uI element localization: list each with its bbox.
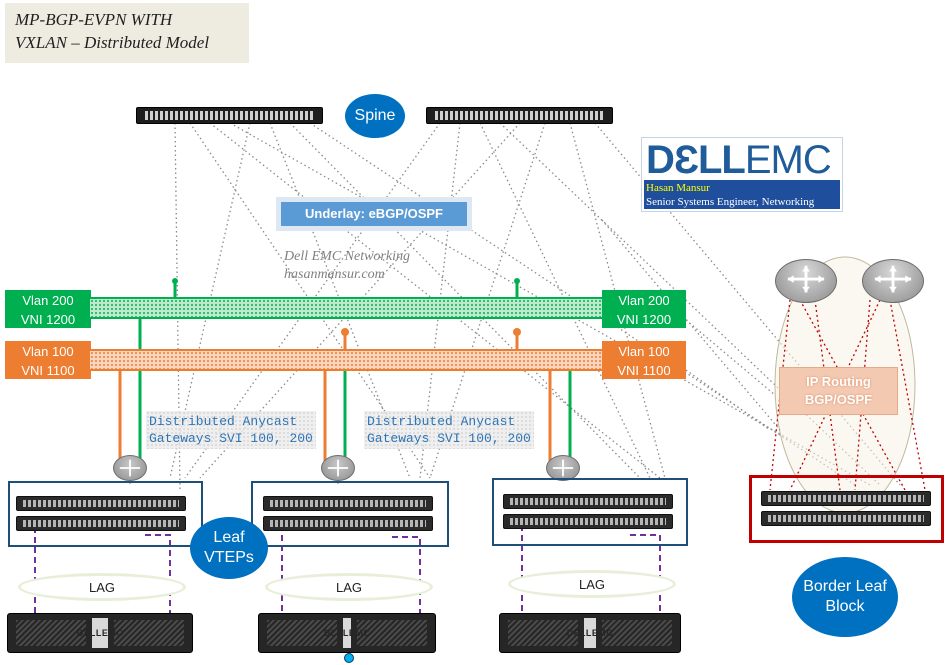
server-3: DƐLLEMC bbox=[499, 613, 681, 653]
vlan100-segment bbox=[90, 349, 602, 371]
leaf-switch bbox=[263, 516, 433, 531]
border-leaf-box bbox=[749, 475, 944, 543]
title-line-1: MP-BGP-EVPN WITH bbox=[15, 10, 173, 29]
server-2: DƐLLEMC bbox=[258, 613, 436, 653]
router-icon bbox=[113, 455, 147, 481]
title-line-2: VXLAN – Distributed Model bbox=[15, 33, 210, 52]
server-badge: DƐLLEMC bbox=[77, 618, 123, 648]
vlan100-taps bbox=[341, 328, 521, 336]
spine-switch-2 bbox=[426, 107, 613, 124]
leaf-switch bbox=[263, 496, 433, 511]
leaf-switch bbox=[503, 514, 673, 529]
lag-ellipse-2: LAG bbox=[265, 573, 433, 601]
router-icon bbox=[546, 455, 580, 481]
vlan200-segment bbox=[90, 297, 602, 319]
vlan200-drops bbox=[138, 283, 572, 462]
lag-ellipse-3: LAG bbox=[508, 570, 676, 598]
spine-label: Spine bbox=[345, 94, 405, 138]
leaf-pair-1 bbox=[8, 481, 203, 547]
logo-author: Hasan Mansur bbox=[646, 182, 710, 194]
logo-role: Senior Systems Engineer, Networking bbox=[646, 196, 815, 208]
watermark: Dell EMC Networking hasanmansur.com bbox=[284, 249, 410, 282]
border-leaf-switch bbox=[761, 491, 931, 506]
lag-ellipse-1: LAG bbox=[18, 573, 186, 601]
selection-handle[interactable] bbox=[344, 653, 354, 663]
router-icon bbox=[862, 259, 924, 303]
router-icon bbox=[321, 455, 355, 481]
router-icon bbox=[775, 259, 837, 303]
leaf-switch bbox=[16, 516, 186, 531]
server-badge: DƐLLEMC bbox=[324, 618, 370, 648]
vlan200-taps bbox=[172, 278, 520, 284]
diagram-title: MP-BGP-EVPN WITH VXLAN – Distributed Mod… bbox=[5, 3, 249, 63]
leaf-pair-2 bbox=[251, 481, 449, 547]
dell-emc-logo: DƐLLEMC Hasan Mansur Senior Systems Engi… bbox=[641, 137, 843, 212]
server-1: DƐLLEMC bbox=[7, 613, 193, 653]
server-badge: DƐLLEMC bbox=[567, 618, 613, 648]
vlan100-drops bbox=[118, 335, 552, 462]
leaf-switch bbox=[16, 496, 186, 511]
spine-switch-1 bbox=[136, 107, 323, 124]
underlay-label: Underlay: eBGP/OSPF bbox=[276, 197, 472, 231]
leaf-pair-3 bbox=[492, 478, 688, 546]
logo-brand: DƐLLEMC bbox=[646, 138, 832, 182]
border-leaf-switch bbox=[761, 511, 931, 526]
leaf-switch bbox=[503, 494, 673, 509]
